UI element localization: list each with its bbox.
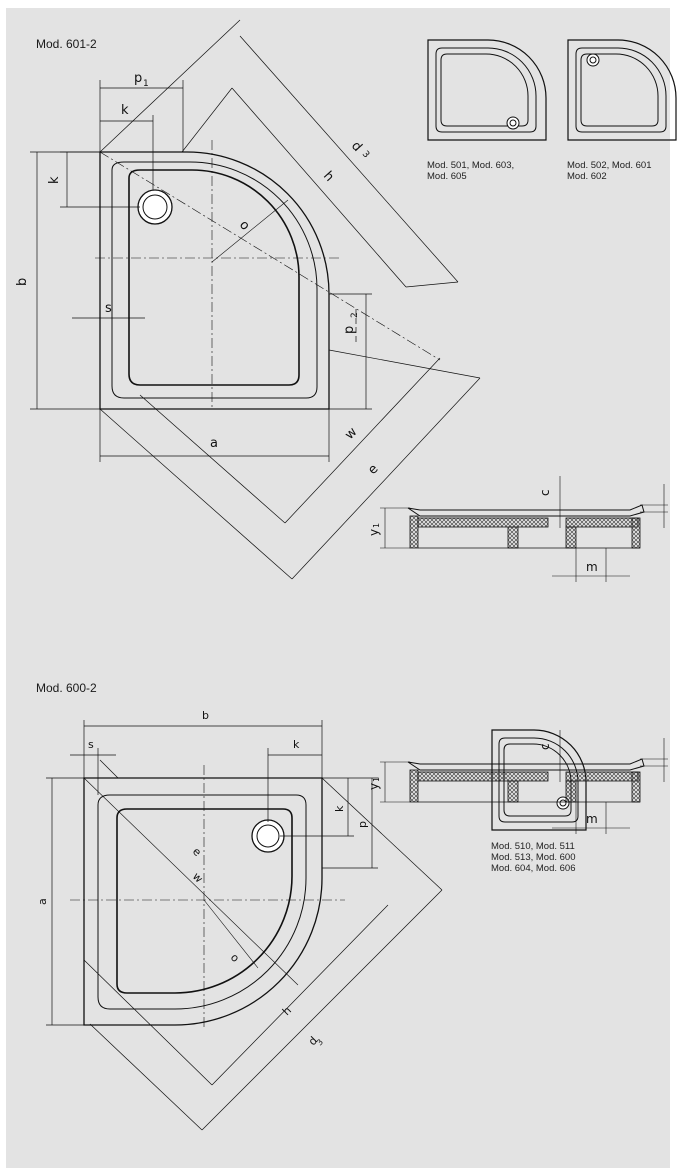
svg-text:k: k [333,805,346,812]
dimension-lines [46,720,443,1131]
tray-basin [128,169,300,386]
svg-text:o: o [228,951,242,965]
svg-text:3: 3 [360,149,371,160]
svg-text:m: m [586,812,598,826]
svg-text:p: p [134,71,142,86]
radius-o-line [203,899,259,969]
thumbnail-501 [427,39,547,141]
radius-o-line [211,199,289,263]
svg-text:p: p [342,326,357,334]
svg-text:1: 1 [143,79,149,89]
svg-text:k: k [121,103,129,118]
section-labels-600: c y 1 m [367,743,598,826]
svg-text:d: d [348,139,365,155]
svg-text:s: s [105,301,112,316]
tray-outline [83,777,323,1026]
svg-text:1: 1 [372,523,381,528]
svg-text:e: e [365,462,381,478]
svg-text:c: c [538,489,552,496]
centerline-diagonal [99,151,441,361]
svg-text:k: k [293,738,300,751]
tray-plan-601: p 1 k k b s a h d 3 o p 2 w e [15,19,481,580]
svg-text:3: 3 [315,1037,325,1047]
svg-text:1: 1 [372,777,381,782]
dimension-labels: p 1 k k b s a h d 3 o p 2 w e [15,71,381,478]
tray-rim [97,794,307,1010]
section-view-601 [380,476,668,582]
svg-text:h: h [320,169,337,185]
svg-text:y: y [367,529,381,536]
dimension-lines [30,19,481,580]
diagram1-title: Mod. 601-2 [36,37,97,51]
section-labels-601: c y 1 m [367,489,598,574]
svg-text:w: w [342,424,360,442]
svg-text:m: m [586,560,598,574]
tray-rim [111,161,318,399]
svg-text:a: a [36,898,49,905]
thumb1-caption: Mod. 501, Mod. 603, Mod. 605 [427,160,515,182]
tray-basin [116,808,293,994]
svg-text:b: b [202,709,209,722]
svg-text:w: w [190,870,206,886]
tray-outline [99,151,330,410]
svg-text:y: y [367,783,381,790]
svg-text:e: e [190,845,204,859]
svg-text:k: k [47,176,62,184]
svg-text:p: p [356,821,369,828]
dimension-labels: b s k k p a e w o h d 3 [36,709,369,1048]
svg-text:b: b [15,278,30,286]
diagram2-title: Mod. 600-2 [36,681,97,695]
drain-icon [251,819,285,853]
tray-plan-600: b s k k p a e w o h d 3 [36,709,443,1131]
drain-icon [137,189,173,225]
svg-text:a: a [210,436,218,451]
thumb2-caption: Mod. 502, Mod. 601 Mod. 602 [567,160,652,182]
diagonal-e [83,777,299,986]
svg-text:c: c [538,743,552,750]
section-view-600 [380,730,668,834]
thumb3-caption: Mod. 510, Mod. 511 Mod. 513, Mod. 600 Mo… [491,841,576,874]
svg-text:s: s [88,738,94,751]
svg-text:h: h [280,1004,294,1018]
svg-text:2: 2 [350,312,360,318]
thumbnail-502 [567,39,677,141]
